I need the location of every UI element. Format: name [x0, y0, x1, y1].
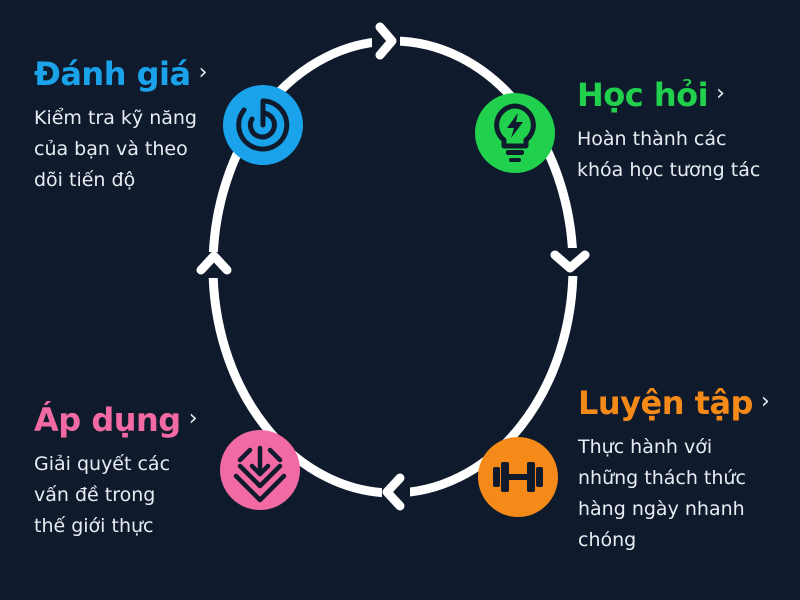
step-learn: Học hỏi › Hoàn thành các khóa học tương t… [577, 75, 760, 186]
node-apply[interactable] [220, 430, 300, 510]
step-assess-line: của bạn và theo [34, 138, 188, 160]
step-learn-line: khóa học tương tác [577, 159, 761, 181]
lightbulb-icon [494, 103, 536, 162]
step-practice-title-link[interactable]: Luyện tập › [578, 383, 770, 422]
step-assess-description: Kiểm tra kỹ năng của bạn và theo dõi tiế… [34, 103, 207, 196]
step-practice: Luyện tập › Thực hành với những thách thứ… [578, 383, 770, 556]
step-apply-line: thế giới thực [34, 515, 154, 537]
node-learn[interactable] [475, 93, 555, 173]
arrow-right [550, 248, 590, 276]
chevron-right-icon: › [760, 389, 770, 414]
step-assess-title: Đánh giá [34, 55, 191, 93]
step-practice-line: chóng [578, 529, 637, 551]
step-practice-line: hàng ngày nhanh [578, 498, 745, 520]
step-apply-line: vấn đề trong [34, 484, 156, 506]
arrow-bottom [382, 473, 410, 511]
node-practice[interactable] [478, 437, 558, 517]
step-apply-line: Giải quyết các [34, 453, 171, 475]
step-practice-line: những thách thức [578, 467, 746, 489]
step-assess-line: dõi tiến độ [34, 169, 136, 191]
radar-icon [236, 98, 290, 152]
step-practice-description: Thực hành với những thách thức hàng ngày… [578, 432, 769, 556]
step-practice-line: Thực hành với [578, 436, 713, 458]
step-apply-title: Áp dụng [34, 401, 181, 439]
chevron-right-icon: › [198, 60, 208, 85]
step-assess-title-link[interactable]: Đánh giá › [34, 54, 207, 93]
layers-download-icon [233, 445, 287, 503]
step-assess: Đánh giá › Kiểm tra kỹ năng của bạn và th… [34, 54, 207, 196]
step-learn-description: Hoàn thành các khóa học tương tác [577, 124, 760, 186]
chevron-right-icon: › [188, 406, 198, 431]
arrow-left [196, 251, 232, 278]
step-learn-title: Học hỏi [577, 76, 709, 114]
step-learn-line: Hoàn thành các [577, 128, 727, 150]
chevron-right-icon: › [716, 81, 725, 106]
step-apply-description: Giải quyết các vấn đề trong thế giới thự… [34, 449, 197, 542]
arrow-top [372, 22, 400, 60]
step-apply: Áp dụng › Giải quyết các vấn đề trong thế… [34, 400, 198, 542]
step-learn-title-link[interactable]: Học hỏi › [577, 75, 760, 114]
dumbbell-icon [493, 462, 543, 492]
step-apply-title-link[interactable]: Áp dụng › [34, 400, 198, 439]
node-assess[interactable] [223, 85, 303, 165]
step-assess-line: Kiểm tra kỹ năng [34, 107, 197, 129]
step-practice-title: Luyện tập [578, 384, 753, 422]
